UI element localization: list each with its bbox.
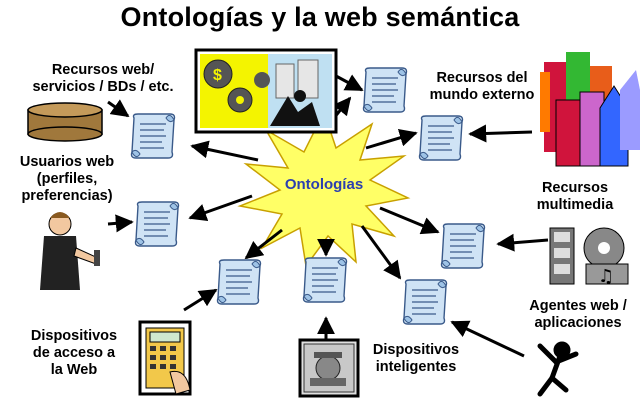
svg-text:♫: ♫ bbox=[598, 266, 614, 287]
label-recursos-multimedia: Recursos multimedia bbox=[536, 180, 614, 213]
center-label: Ontologías bbox=[284, 176, 364, 193]
dancing-agent-icon bbox=[537, 341, 579, 397]
document-scroll-icon bbox=[302, 257, 348, 303]
label-usuarios-web: Usuarios web (perfiles, preferencias) bbox=[19, 154, 115, 204]
buildings-icon bbox=[540, 52, 640, 167]
business-clipart-icon: $ bbox=[194, 48, 338, 134]
document-scroll-icon bbox=[402, 279, 448, 325]
multimedia-icon: ♫ bbox=[549, 227, 629, 287]
svg-text:$: $ bbox=[213, 67, 222, 84]
label-agentes-web: Agentes web / aplicaciones bbox=[529, 298, 627, 331]
document-scroll-icon bbox=[440, 223, 486, 269]
document-scroll-icon bbox=[216, 259, 262, 305]
label-recursos-web: Recursos web/ servicios / BDs / etc. bbox=[32, 62, 174, 95]
label-recursos-mundo: Recursos del mundo externo bbox=[429, 70, 535, 103]
smart-device-icon bbox=[298, 338, 360, 398]
document-scroll-icon bbox=[362, 67, 408, 113]
calculator-device-icon bbox=[138, 320, 192, 396]
page-title: Ontologías y la web semántica bbox=[120, 2, 520, 32]
document-scroll-icon bbox=[418, 115, 464, 161]
document-scroll-icon bbox=[134, 201, 180, 247]
ontology-starburst bbox=[237, 110, 411, 268]
database-icon bbox=[27, 102, 103, 142]
label-dispositivos-inteligentes: Dispositivos inteligentes bbox=[372, 342, 460, 375]
label-dispositivos-acceso: Dispositivos de acceso a la Web bbox=[30, 328, 118, 378]
user-phone-icon bbox=[40, 212, 100, 290]
document-scroll-icon bbox=[130, 113, 176, 159]
